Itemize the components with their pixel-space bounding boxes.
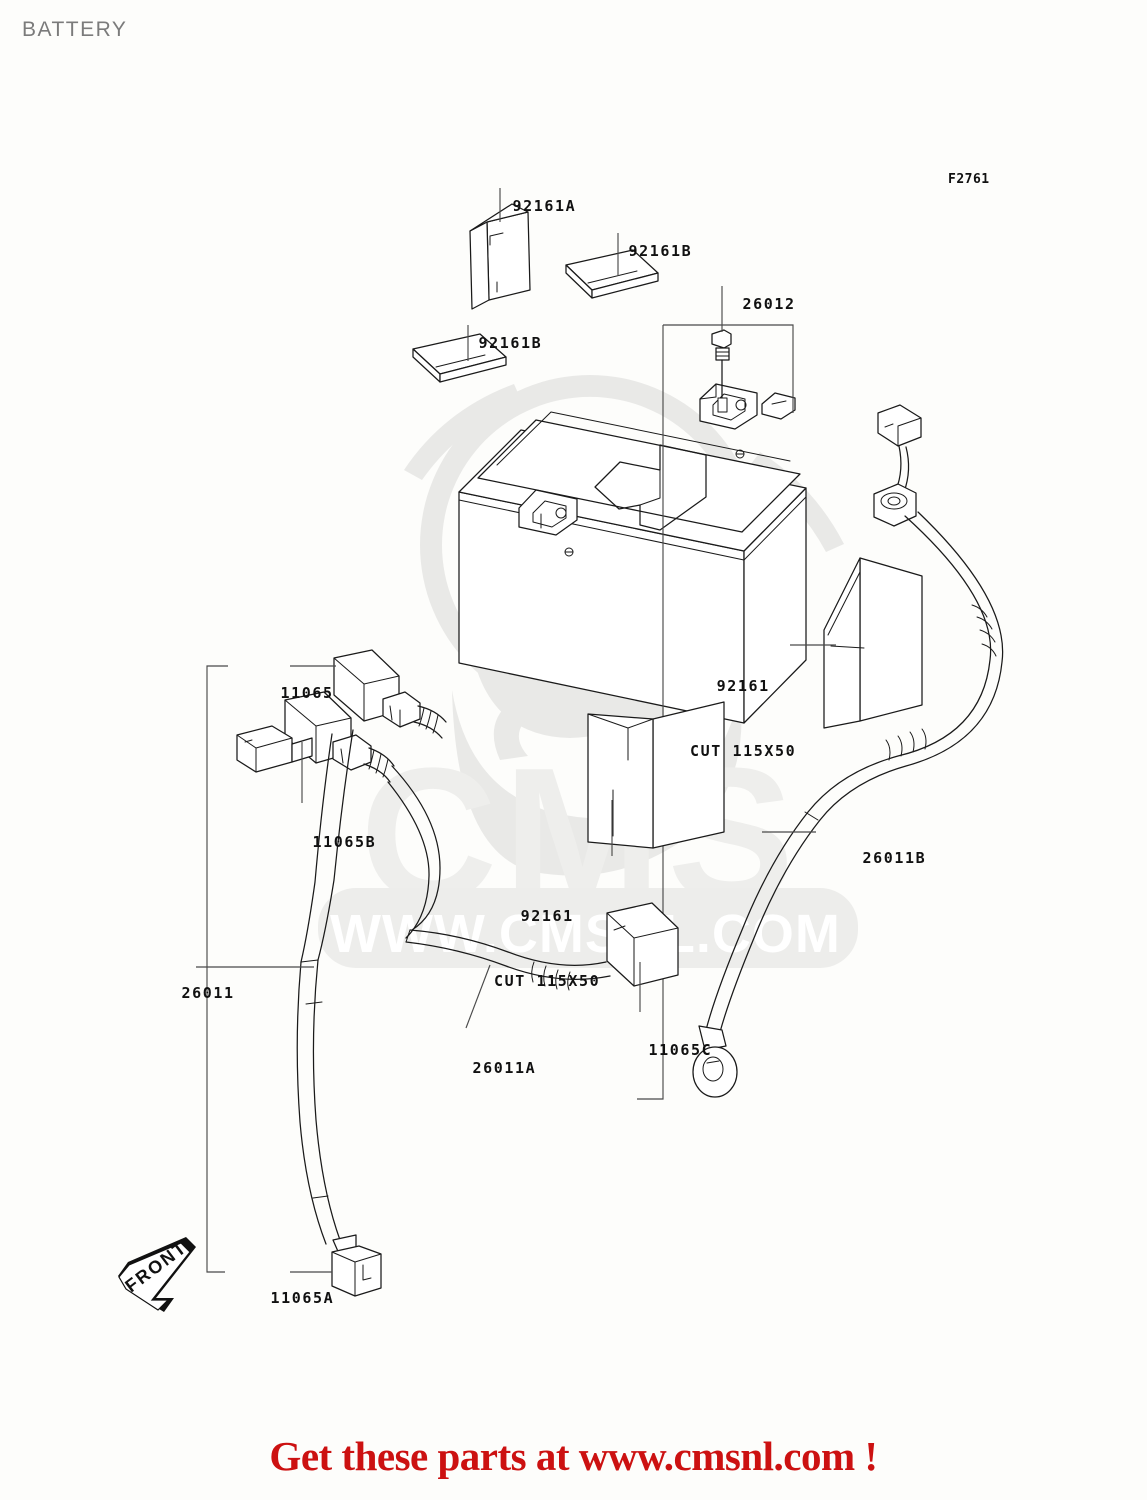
watermark-url: WWW.CMSNL.COM (318, 888, 858, 968)
part-11065c-cap (606, 902, 679, 987)
part-26011a-cable (387, 765, 611, 991)
part-26011-cable-main (296, 729, 382, 1297)
battery-positive-terminal (699, 383, 758, 430)
part-92161-sheet-center (587, 701, 725, 849)
label-ref: 92161B (628, 241, 693, 260)
label-26011a: 26011A (430, 1036, 536, 1101)
front-direction-marker: FRONT (118, 1237, 196, 1312)
label-ref: 92161B (478, 333, 543, 352)
footer-cta: Get these parts at www.cmsnl.com ! (269, 1433, 878, 1479)
leader-lines (196, 188, 836, 1273)
label-11065b: 11065B (270, 810, 376, 875)
label-26011: 26011 (139, 961, 235, 1026)
part-92161-sheet-right (823, 557, 923, 729)
label-ref: 11065 (280, 683, 334, 702)
label-ref: 92161 (520, 906, 574, 925)
label-26011b: 26011B (820, 826, 926, 891)
label-ref: 26012 (742, 294, 796, 313)
label-ref: 26011B (862, 848, 927, 867)
label-11065a: 11065A (228, 1266, 334, 1331)
label-11065: 11065 (238, 661, 334, 726)
part-92161b-pad-left (412, 333, 507, 383)
label-11065c: 11065C (606, 1018, 712, 1083)
part-92161b-pad-upper (565, 249, 659, 299)
label-92161a: 92161A (470, 174, 576, 239)
figure-reference: F2761 (948, 172, 990, 187)
part-26011b-cable (692, 404, 1004, 1098)
label-92161b-left: 92161B (436, 311, 542, 376)
part-11065-cap (333, 649, 447, 739)
label-ref: 26011A (472, 1058, 537, 1077)
page-title: BATTERY (22, 18, 128, 41)
bolt-assembly-bracket (637, 324, 794, 1100)
label-ref: 92161 (716, 676, 770, 695)
label-ref: 11065B (312, 832, 377, 851)
label-ref: 11065A (270, 1288, 335, 1307)
part-battery-body (458, 383, 807, 724)
label-92161-right: 92161 CUT 115X50 (690, 632, 796, 806)
label-ref-line2: CUT 115X50 (494, 971, 601, 990)
part-92161a-damper-block (469, 203, 531, 310)
label-92161b-upper: 92161B (586, 219, 692, 284)
label-ref: 11065C (648, 1040, 713, 1059)
label-26012: 26012 (700, 272, 796, 337)
label-ref: 26011 (181, 983, 235, 1002)
battery-negative-terminal (518, 489, 578, 536)
svg-text:WWW.CMSNL.COM: WWW.CMSNL.COM (330, 904, 841, 964)
label-ref: 92161A (512, 196, 577, 215)
part-26012-terminal-bolt (711, 329, 732, 413)
part-11065a-cap (331, 1234, 382, 1297)
label-ref-line2: CUT 115X50 (690, 741, 797, 760)
label-92161-center: 92161 CUT 115X50 (494, 862, 600, 1036)
